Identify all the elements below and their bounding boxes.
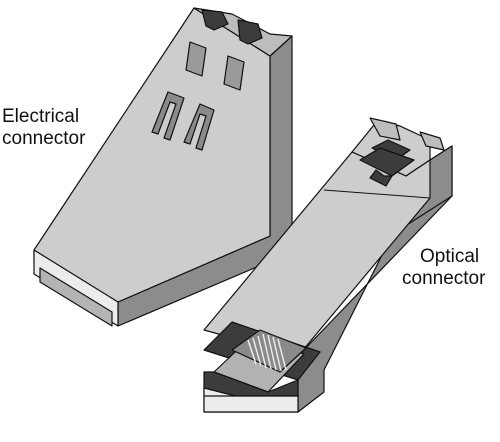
electrical-label-line2: connector xyxy=(2,128,86,149)
electrical-front-opening xyxy=(39,267,113,327)
electrical-latch-spring-right xyxy=(183,103,215,151)
electrical-tab-left xyxy=(185,41,207,77)
optical-core-lower xyxy=(369,169,393,187)
electrical-back-notch-right xyxy=(237,19,263,45)
optical-connector-module xyxy=(203,117,453,413)
electrical-label-line1: Electrical xyxy=(2,106,79,127)
optical-core-body xyxy=(359,147,415,177)
optical-front-lip xyxy=(203,395,299,413)
optical-surface-crease xyxy=(323,189,431,199)
electrical-connector-module xyxy=(33,7,293,327)
electrical-back-notch-left xyxy=(201,9,229,31)
optical-label-line1: Optical xyxy=(420,246,479,267)
optical-contact-pins xyxy=(247,333,287,372)
electrical-tab-right xyxy=(223,55,245,91)
optical-contact-plate xyxy=(231,329,307,373)
optical-receptacle-rim xyxy=(369,117,401,141)
optical-receptacle-rim-right xyxy=(419,131,445,151)
optical-label-line2: connector xyxy=(402,268,486,289)
electrical-latch-spring-left xyxy=(151,91,185,141)
